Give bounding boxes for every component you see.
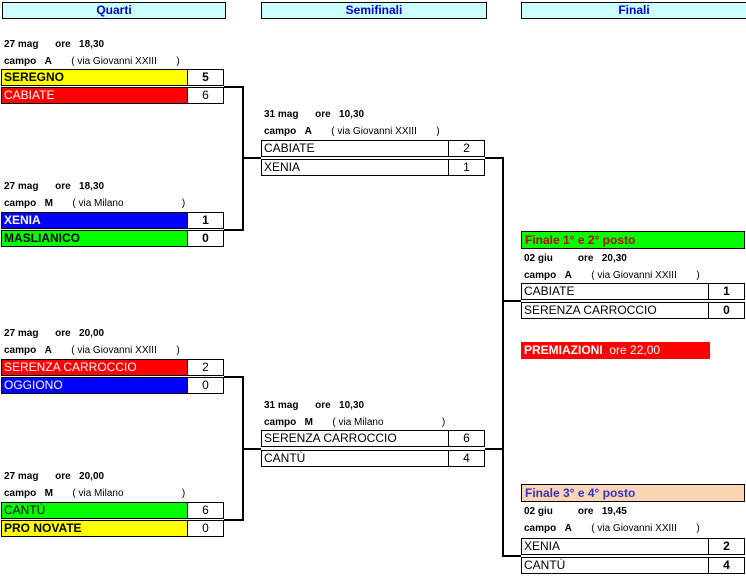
s1-team2: XENIA <box>264 160 301 174</box>
f3-team2: CANTÙ <box>524 558 566 572</box>
f1-team2-row: SERENZA CARROCCIO 0 <box>521 302 745 319</box>
header-finali: Finali <box>521 2 746 19</box>
bracket-line-s1-in <box>242 157 261 159</box>
s2-score1: 6 <box>448 431 484 446</box>
premiazioni-banner: PREMIAZIONI ore 22,00 <box>521 342 710 359</box>
s1-team1: CABIATE <box>264 141 315 155</box>
s2-team2-row: CANTÙ 4 <box>261 450 485 467</box>
s2-team2: CANTÙ <box>264 451 306 465</box>
q1-team2: CABIATE <box>2 88 188 103</box>
q2-field-line: campo M ( via Milano ) <box>4 198 186 209</box>
q3-team1-row: SERENZA CARROCCIO 2 <box>1 359 224 376</box>
f1-score1: 1 <box>708 284 744 299</box>
bracket-line-s2-out <box>485 448 504 450</box>
s2-team1: SERENZA CARROCCIO <box>264 431 397 445</box>
q4-score1: 6 <box>187 503 223 518</box>
f3-field-line: campo A ( via Giovanni XXIII ) <box>524 523 700 534</box>
f3-team1: XENIA <box>524 539 561 553</box>
f3-date-line: 02 giu ore 19,45 <box>524 506 627 517</box>
s1-team1-row: CABIATE 2 <box>261 140 485 157</box>
q2-team2: MASLIANICO <box>2 231 188 246</box>
q3-field-line: campo A ( via Giovanni XXIII ) <box>4 345 180 356</box>
q1-field-line: campo A ( via Giovanni XXIII ) <box>4 56 180 67</box>
q4-team2: PRO NOVATE <box>2 521 188 536</box>
f1-score2: 0 <box>708 303 744 318</box>
final-1-2-title: Finale 1° e 2° posto <box>521 231 745 249</box>
s1-score1: 2 <box>448 141 484 156</box>
f3-team2-row: CANTÙ 4 <box>521 557 745 574</box>
f1-field-line: campo A ( via Giovanni XXIII ) <box>524 270 700 281</box>
q3-score2: 0 <box>187 378 223 393</box>
bracket-line-q1-out <box>224 86 244 88</box>
s2-score2: 4 <box>448 451 484 466</box>
f3-score2: 4 <box>708 558 744 573</box>
q2-score1: 1 <box>187 213 223 228</box>
f1-team1-row: CABIATE 1 <box>521 283 745 300</box>
q3-team2-row: OGGIONO 0 <box>1 377 224 394</box>
s1-date-line: 31 mag ore 10,30 <box>264 109 365 120</box>
q2-team2-row: MASLIANICO 0 <box>1 230 224 247</box>
q3-team2: OGGIONO <box>2 378 188 393</box>
bracket-line-q4-out <box>224 519 244 521</box>
bracket-line-s1-out <box>485 157 504 159</box>
s2-date-line: 31 mag ore 10,30 <box>264 400 365 411</box>
q2-team1-row: XENIA 1 <box>1 212 224 229</box>
q1-date-line: 27 mag ore 18,30 <box>4 39 105 50</box>
s1-team2-row: XENIA 1 <box>261 159 485 176</box>
f1-team1: CABIATE <box>524 284 575 298</box>
bracket-line-final-3-4-in <box>502 555 521 557</box>
s2-team1-row: SERENZA CARROCCIO 6 <box>261 430 485 447</box>
bracket-line-q3-out <box>224 376 244 378</box>
q2-score2: 0 <box>187 231 223 246</box>
q4-score2: 0 <box>187 521 223 536</box>
q1-team2-row: CABIATE 6 <box>1 87 224 104</box>
q4-team1-row: CANTÙ 6 <box>1 502 224 519</box>
bracket-line-s2-in <box>242 448 261 450</box>
bracket-line-q2-out <box>224 229 244 231</box>
q4-team1: CANTÙ <box>2 503 188 518</box>
q1-team1: SEREGNO <box>2 70 188 85</box>
f3-team1-row: XENIA 2 <box>521 538 745 555</box>
q3-team1: SERENZA CARROCCIO <box>2 360 188 375</box>
f3-score1: 2 <box>708 539 744 554</box>
header-quarti: Quarti <box>2 2 226 19</box>
header-semifinali: Semifinali <box>261 2 487 19</box>
f1-team2: SERENZA CARROCCIO <box>524 303 657 317</box>
s2-field-line: campo M ( via Milano ) <box>264 417 446 428</box>
bracket-line-semis-vertical <box>502 157 504 557</box>
bracket-line-final-1-2-in <box>502 300 521 302</box>
q1-score1: 5 <box>187 70 223 85</box>
s1-field-line: campo A ( via Giovanni XXIII ) <box>264 126 440 137</box>
q3-score1: 2 <box>187 360 223 375</box>
q1-score2: 6 <box>187 88 223 103</box>
q1-team1-row: SEREGNO 5 <box>1 69 224 86</box>
f1-date-line: 02 giu ore 20,30 <box>524 253 627 264</box>
q3-date-line: 27 mag ore 20,00 <box>4 328 105 339</box>
q4-date-line: 27 mag ore 20,00 <box>4 471 105 482</box>
final-3-4-title: Finale 3° e 4° posto <box>521 484 745 502</box>
q2-date-line: 27 mag ore 18,30 <box>4 181 105 192</box>
q2-team1: XENIA <box>2 213 188 228</box>
q4-team2-row: PRO NOVATE 0 <box>1 520 224 537</box>
s1-score2: 1 <box>448 160 484 175</box>
q4-field-line: campo M ( via Milano ) <box>4 488 186 499</box>
